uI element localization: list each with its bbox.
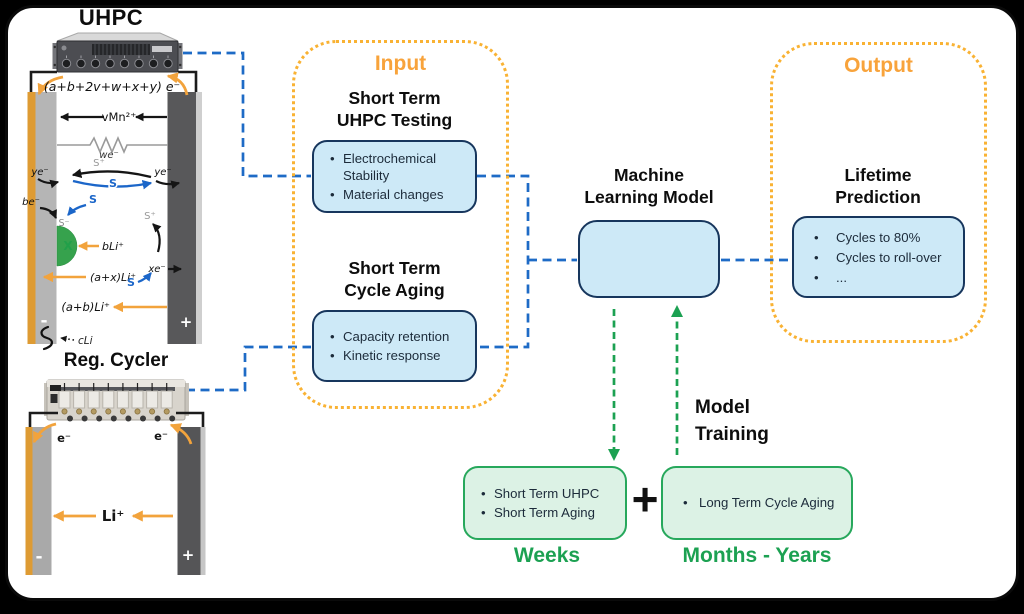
uhpc-neg-terminal: -	[40, 311, 47, 331]
heading-line: UHPC Testing	[336, 110, 453, 130]
heading-line: Machine	[613, 165, 685, 185]
heading-line: Prediction	[835, 187, 921, 207]
bullet-list: Capacity retention Kinetic response	[314, 327, 475, 365]
ax-li-label: (a+x)Li⁺	[90, 271, 136, 284]
we-label: we⁻	[99, 150, 119, 161]
s-blue-right-label: S	[127, 276, 135, 289]
connector-cycler-to-input	[186, 345, 311, 392]
b-li-label: bLi⁺	[102, 240, 124, 253]
output-panel: Output	[770, 42, 987, 343]
bullet-item: Material changes	[326, 186, 469, 204]
input-panel: Input	[292, 40, 509, 409]
lifetime-prediction-heading: Lifetime Prediction	[788, 164, 968, 208]
bullet-item: ...	[806, 268, 957, 287]
model-training-heading: Model Training	[695, 394, 769, 448]
output-panel-title: Output	[844, 54, 913, 77]
bullet-list: Short Term UHPC Short Term Aging	[465, 484, 625, 522]
heading-line: Lifetime	[844, 165, 912, 185]
li-ion-label: Li⁺	[102, 507, 125, 525]
bullet-list: Long Term Cycle Aging	[663, 493, 851, 513]
months-years-caption: Months - Years	[682, 544, 832, 567]
bullet-item: Short Term UHPC	[477, 485, 619, 503]
cycler-cell-schematic: e⁻ e⁻ Li⁺ - +	[25, 411, 206, 575]
heading-line: Training	[695, 424, 769, 445]
be-label: be⁻	[22, 197, 40, 208]
s-plus-top-label: S⁺	[93, 158, 105, 169]
lifetime-prediction-box: Cycles to 80% Cycles to roll-over ...	[792, 216, 965, 298]
connector-input-boxes-junction	[477, 174, 530, 349]
plus-sign: +	[631, 473, 659, 525]
arrowhead-up	[671, 305, 683, 317]
connector-uhpc-to-input	[183, 51, 311, 178]
arrowhead-down	[608, 449, 620, 461]
uhpc-testing-box: Electrochemical Stability Material chang…	[312, 140, 477, 213]
short-term-uhpc-heading: Short Term UHPC Testing	[302, 87, 487, 131]
bullet-item: Short Term Aging	[477, 504, 619, 522]
uhpc-cell-schematic: (a+b+2v+w+x+y) e⁻ vMn²⁺ we⁻ S⁺ S ye⁻ ye⁻…	[22, 70, 202, 351]
c-li-label: cLi	[78, 335, 93, 347]
bullet-item: Kinetic response	[326, 347, 469, 365]
electron-flow-formula: (a+b+2v+w+x+y) e⁻	[44, 79, 180, 94]
ye-right-label: ye⁻	[153, 167, 171, 178]
ml-model-heading: Machine Learning Model	[559, 164, 739, 208]
uhpc-pos-terminal: +	[180, 313, 193, 331]
cycler-pos-terminal: +	[182, 546, 195, 564]
xe-label: xe⁻	[147, 264, 165, 275]
s-plus-right-label: S⁺	[144, 211, 156, 222]
s-blue-left-label: S	[89, 193, 97, 206]
weeks-caption: Weeks	[513, 544, 581, 567]
bullet-item: Long Term Cycle Aging	[675, 494, 845, 512]
e-left-label: e⁻	[57, 431, 71, 445]
ml-model-box	[578, 220, 720, 298]
mn-dissolution-label: vMn²⁺	[102, 110, 137, 124]
input-panel-title: Input	[374, 52, 427, 75]
short-term-data-box: Short Term UHPC Short Term Aging	[463, 466, 627, 540]
bullet-item: Cycles to roll-over	[806, 248, 957, 267]
heading-line: Cycle Aging	[344, 280, 445, 300]
cycler-device-illustration	[44, 379, 189, 422]
bullet-list: Electrochemical Stability Material chang…	[314, 149, 475, 205]
bullet-list: Cycles to 80% Cycles to roll-over ...	[794, 227, 963, 288]
heading-line: Model	[695, 397, 750, 418]
uhpc-title: UHPC	[78, 5, 144, 30]
s-minus-label: S⁻	[58, 218, 69, 229]
short-term-aging-heading: Short Term Cycle Aging	[302, 257, 487, 301]
heading-line: Short Term	[348, 88, 441, 108]
long-term-data-box: Long Term Cycle Aging	[661, 466, 853, 540]
ye-left-label: ye⁻	[30, 167, 48, 178]
heading-line: Learning Model	[584, 187, 714, 207]
ab-li-label: (a+b)Li⁺	[61, 300, 110, 314]
bullet-item: Capacity retention	[326, 328, 469, 346]
x-species-label: X	[63, 239, 73, 253]
uhpc-device-illustration	[52, 32, 183, 73]
e-right-label: e⁻	[154, 429, 168, 443]
bullet-item: Electrochemical Stability	[326, 150, 469, 185]
s-shuttle-top-label: S	[109, 177, 117, 190]
blue-dashed-connectors	[183, 51, 791, 392]
cycle-aging-box: Capacity retention Kinetic response	[312, 310, 477, 382]
cycler-title: Reg. Cycler	[63, 350, 169, 371]
bullet-item: Cycles to 80%	[806, 228, 957, 247]
green-dashed-arrows	[612, 309, 679, 455]
cycler-neg-terminal: -	[35, 547, 42, 567]
heading-line: Short Term	[348, 258, 441, 278]
